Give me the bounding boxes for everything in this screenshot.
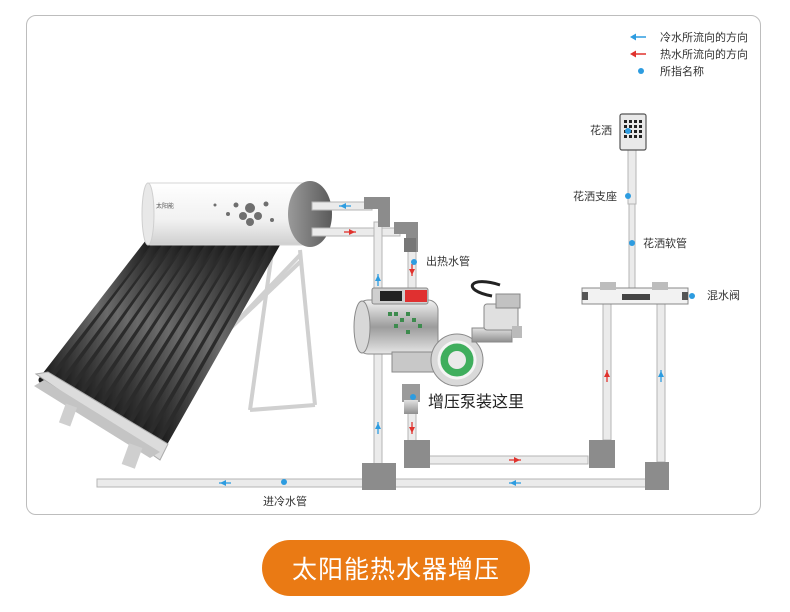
vacuum-tube (107, 234, 231, 425)
legend: 冷水所流向的方向 热水所流向的方向 所指名称 (630, 29, 770, 79)
label-mixing-valve: 混水阀 (707, 289, 740, 302)
legend-item-hot: 热水所流向的方向 (630, 46, 748, 62)
legend-label-hot: 热水所流向的方向 (660, 48, 748, 61)
page-title: 太阳能热水器增压 (291, 555, 500, 584)
shower-hole (624, 125, 627, 128)
shower-hole (624, 135, 627, 138)
label-shower-head: 花洒 (590, 124, 612, 137)
mixing-valve (581, 282, 689, 305)
legend-item-cold: 冷水所流向的方向 (630, 29, 748, 45)
elbow-bottom-hot (404, 440, 430, 468)
cold-flow-arrow (375, 275, 381, 281)
label-shower-holder: 花洒支座 (573, 190, 617, 203)
hot-flow-arrow (604, 371, 610, 377)
hot-flow-arrow (409, 427, 415, 433)
vacuum-tube (48, 234, 167, 390)
flow-arrows (219, 203, 664, 486)
vacuum-tube (68, 234, 188, 401)
vacuum-tube (58, 234, 177, 396)
vacuum-tube (127, 234, 252, 436)
blue-dot-icon (638, 68, 644, 74)
label-pump-location: 增压泵装这里 (428, 392, 525, 411)
shower-hole (629, 120, 632, 123)
marker-dot-hot-outlet (411, 259, 417, 265)
shower-hole (639, 135, 642, 138)
marker-dot-shower-holder (625, 193, 631, 199)
legend-label-cold: 冷水所流向的方向 (660, 31, 748, 44)
shower-head (619, 113, 647, 151)
shower-hole (634, 130, 637, 133)
cold-flow-arrow (375, 423, 381, 429)
vacuum-tube (38, 234, 156, 384)
label-hot-water-outlet: 出热水管 (426, 255, 470, 268)
shower-hole (634, 125, 637, 128)
vacuum-tube (146, 234, 273, 448)
legend-item-marker: 所指名称 (630, 63, 704, 79)
tank-floral-decoration (213, 201, 274, 226)
shower-hole (629, 125, 632, 128)
shower-hole (639, 125, 642, 128)
solar-water-heater: 太阳能 (34, 181, 332, 469)
shower-hole (634, 120, 637, 123)
heater-brand-text: 太阳能 (156, 202, 174, 210)
label-shower-hose: 花洒软管 (643, 237, 687, 250)
elbow-right-bottom (645, 462, 669, 490)
hot-flow-arrow (514, 457, 520, 463)
shower-hole (639, 130, 642, 133)
marker-dot-shower-hose (629, 240, 635, 246)
hot-flow-arrow (409, 269, 415, 275)
name-markers (281, 128, 695, 485)
label-cold-water-inlet: 进冷水管 (263, 495, 307, 508)
marker-dot-cold-inlet (281, 479, 287, 485)
vacuum-tube-array (34, 234, 285, 469)
hot-flow-arrow (349, 229, 355, 235)
blue-arrow-icon (630, 33, 646, 41)
shower-hole (639, 120, 642, 123)
vacuum-tube (87, 234, 209, 413)
vacuum-tube (97, 234, 220, 419)
cold-flow-arrow (220, 480, 226, 486)
elbow-mid-right (589, 440, 615, 468)
shower-hole (624, 120, 627, 123)
title-banner: 太阳能热水器增压 (262, 540, 530, 596)
marker-dot-shower-head (625, 128, 631, 134)
vacuum-tube (136, 234, 263, 442)
cold-flow-arrow (510, 480, 516, 486)
tee-bottom (362, 463, 396, 490)
water-tank: 太阳能 (141, 181, 332, 247)
legend-label-marker: 所指名称 (660, 65, 704, 78)
cold-flow-arrow (658, 371, 664, 377)
vacuum-tube (156, 234, 284, 454)
marker-dot-pump (410, 394, 416, 400)
shower-hole (634, 135, 637, 138)
cold-flow-arrow (340, 203, 346, 209)
vacuum-tube (77, 234, 199, 407)
marker-dot-mixing-valve (689, 293, 695, 299)
vacuum-tube (117, 234, 241, 431)
red-arrow-icon (630, 50, 646, 58)
booster-pump (353, 238, 522, 414)
shower-hole (629, 135, 632, 138)
elbow-top-cold (364, 197, 390, 227)
